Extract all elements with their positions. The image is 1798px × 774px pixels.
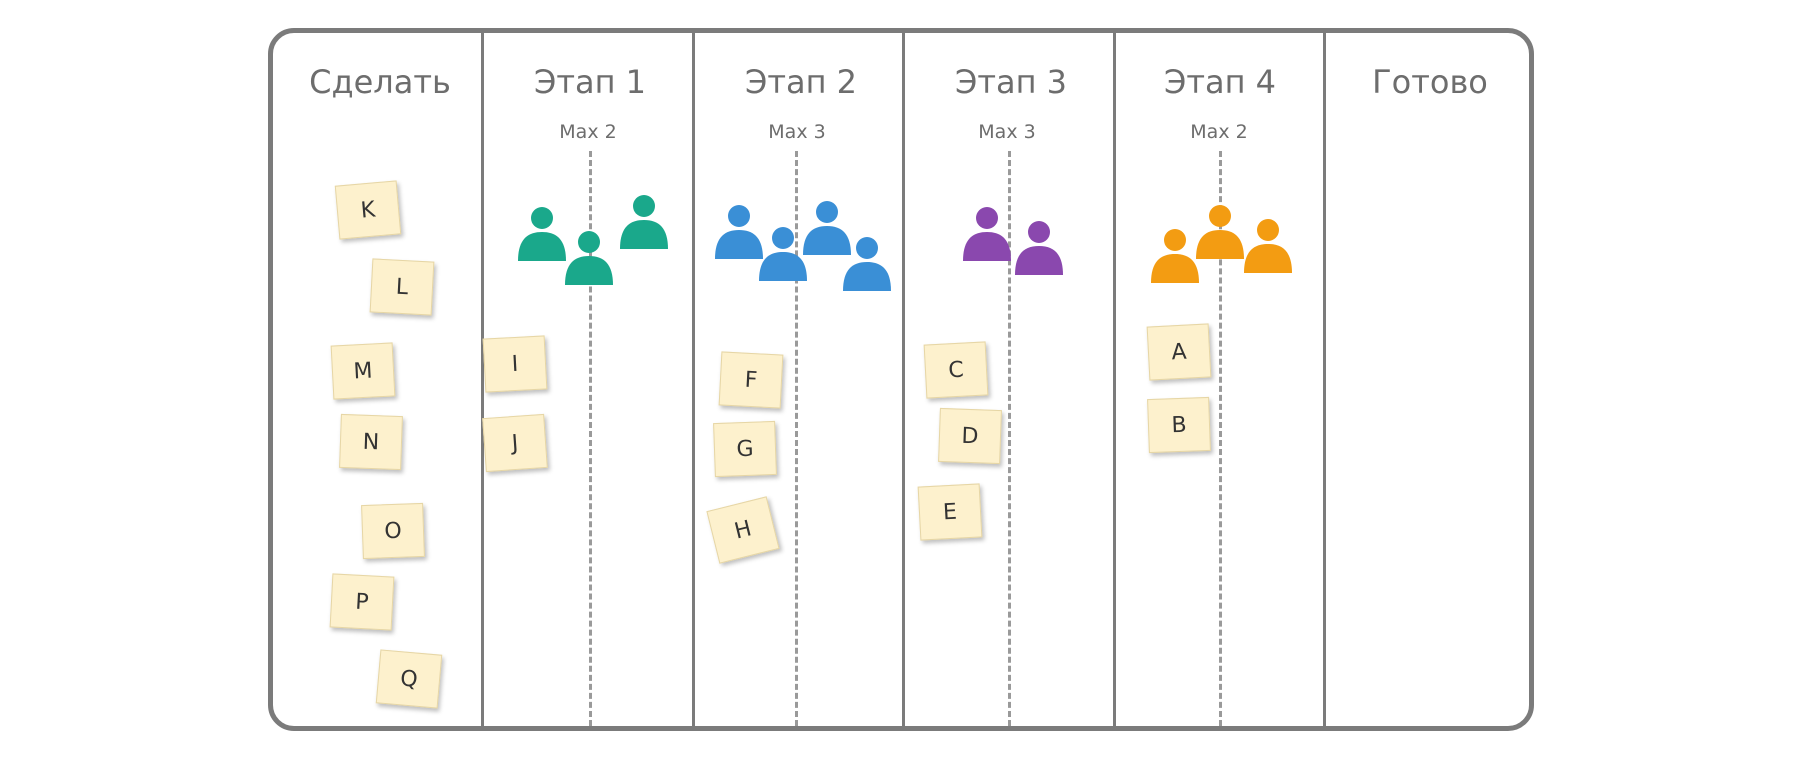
task-card[interactable]: C [923, 341, 989, 399]
column-title-stage4: Этап 4 [1163, 63, 1277, 101]
column-divider [692, 33, 695, 726]
person-icon [618, 193, 670, 249]
person-icon [563, 229, 615, 285]
task-card[interactable]: A [1146, 323, 1212, 381]
column-divider [1113, 33, 1116, 726]
stage3-split-line [1008, 151, 1011, 726]
task-card[interactable]: M [330, 342, 396, 400]
column-title-stage1: Этап 1 [533, 63, 647, 101]
wip-limit-stage1: Max 2 [559, 121, 617, 143]
person-icon [841, 235, 893, 291]
task-card[interactable]: G [713, 420, 777, 478]
column-title-stage3: Этап 3 [954, 63, 1068, 101]
person-icon [1149, 227, 1201, 283]
column-divider [902, 33, 905, 726]
stage1-split-line [589, 151, 592, 726]
person-icon [713, 203, 765, 259]
task-card[interactable]: J [482, 413, 548, 473]
task-card[interactable]: O [361, 502, 425, 560]
task-card[interactable]: N [339, 413, 403, 471]
task-card[interactable]: E [917, 483, 983, 541]
stage4-split-line [1219, 151, 1222, 726]
column-divider [1323, 33, 1326, 726]
person-icon [801, 199, 853, 255]
person-icon [516, 205, 568, 261]
wip-limit-stage2: Max 3 [768, 121, 826, 143]
wip-limit-stage4: Max 2 [1190, 121, 1248, 143]
kanban-board: Сделать Этап 1 Этап 2 Этап 3 Этап 4 Гото… [268, 28, 1534, 731]
column-title-stage2: Этап 2 [744, 63, 858, 101]
stage2-split-line [795, 151, 798, 726]
person-icon [961, 205, 1013, 261]
column-title-done: Готово [1372, 63, 1488, 101]
task-card[interactable]: H [706, 496, 780, 564]
column-title-todo: Сделать [309, 63, 451, 101]
task-card[interactable]: I [482, 335, 548, 393]
task-card[interactable]: B [1147, 396, 1211, 454]
task-card[interactable]: L [369, 258, 435, 316]
task-card[interactable]: F [718, 351, 784, 409]
person-icon [757, 225, 809, 281]
task-card[interactable]: D [938, 407, 1002, 465]
task-card[interactable]: P [329, 573, 395, 631]
column-divider [481, 33, 484, 726]
wip-limit-stage3: Max 3 [978, 121, 1036, 143]
person-icon [1194, 203, 1246, 259]
task-card[interactable]: K [334, 180, 402, 240]
person-icon [1013, 219, 1065, 275]
task-card[interactable]: Q [375, 649, 443, 709]
person-icon [1242, 217, 1294, 273]
